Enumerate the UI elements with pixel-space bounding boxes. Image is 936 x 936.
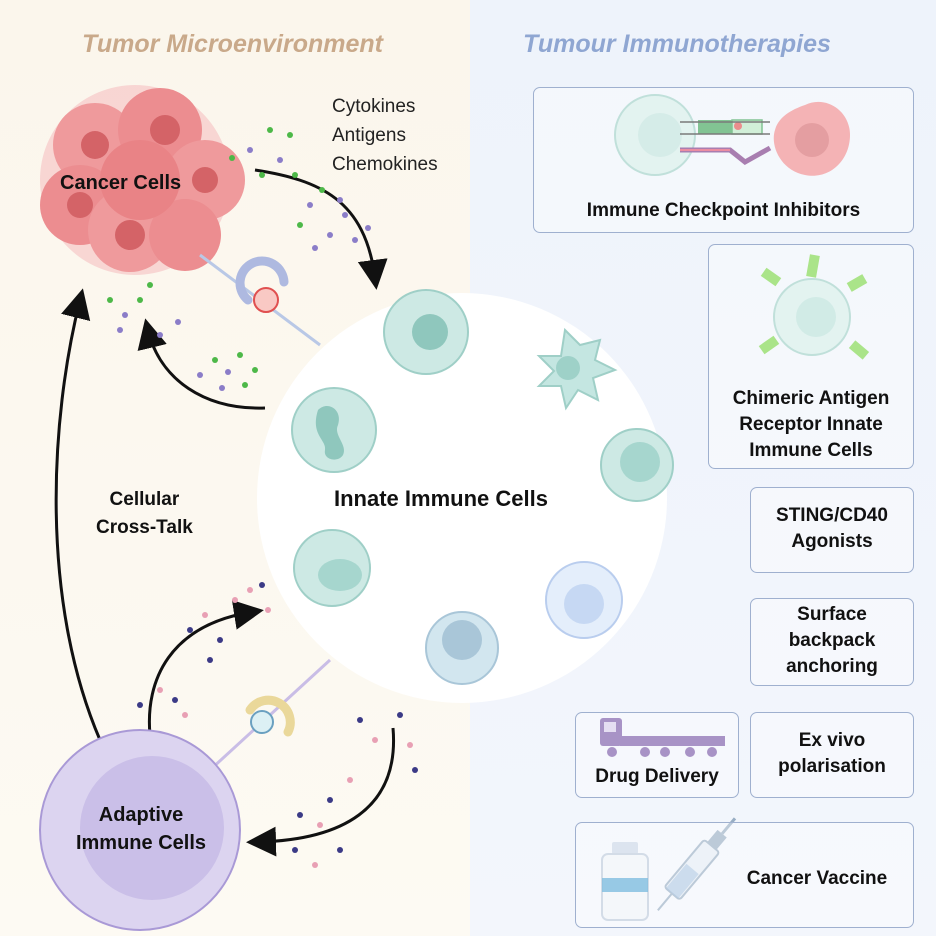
- innate-cell-right: [600, 428, 674, 502]
- signal-antigens: Antigens: [332, 125, 406, 146]
- innate-cell-dendritic: [536, 327, 618, 411]
- backpack-line3: anchoring: [786, 656, 878, 677]
- surface-backpack-box: [750, 598, 914, 686]
- signal-dots-bottom: [137, 582, 418, 868]
- signal-cytokines: Cytokines: [332, 96, 416, 117]
- car-cell-illustration: [758, 254, 870, 360]
- vaccine-vial-icon: [601, 842, 649, 921]
- innate-cell-bottom: [425, 611, 499, 685]
- car-innate-label: Chimeric Antigen Receptor Innate Immune …: [708, 386, 914, 464]
- adaptive-line1: Adaptive: [98, 804, 184, 826]
- sting-cd40-label: STING/CD40 Agonists: [750, 503, 914, 555]
- receptor-top-icon: [235, 256, 289, 313]
- innate-cell-neutrophil: [291, 387, 377, 473]
- cancer-cells-label: Cancer Cells: [60, 172, 182, 194]
- signal-chemokines: Chemokines: [332, 154, 438, 175]
- checkpoint-illustration: [614, 94, 850, 176]
- arrow-to-cancer: [137, 318, 266, 410]
- drug-delivery-label: Drug Delivery: [595, 766, 719, 787]
- adaptive-line2: Immune Cells: [75, 832, 207, 854]
- receptor-bottom-icon: [245, 695, 295, 737]
- adaptive-immune-cells-label: Adaptive Immune Cells: [56, 801, 226, 857]
- innate-immune-cells-label: Innate Immune Cells: [334, 486, 548, 511]
- cellular-crosstalk-label: Cellular Cross-Talk: [96, 486, 193, 542]
- cancer-cell-cluster: [40, 85, 245, 275]
- cancer-vaccine-label: Cancer Vaccine: [746, 868, 888, 889]
- surface-backpack-label: Surface backpack anchoring: [750, 602, 914, 680]
- cancer-vaccine-box: [575, 822, 914, 928]
- car-line3: Immune Cells: [749, 440, 873, 461]
- tumor-microenvironment-title: Tumor Microenvironment: [82, 30, 383, 58]
- tumour-immunotherapies-title: Tumour Immunotherapies: [523, 30, 831, 58]
- arrow-adaptive-to-innate: [147, 600, 264, 736]
- adaptive-immune-cell: [39, 729, 241, 931]
- syringe-icon: [657, 817, 737, 911]
- crosstalk-line2: Cross-Talk: [96, 517, 193, 538]
- truck-icon: [600, 718, 725, 757]
- innate-cell-bottom-right: [545, 561, 623, 639]
- arrow-innate-to-adaptive: [246, 727, 396, 857]
- innate-cell-macrophage: [383, 289, 469, 375]
- drug-delivery-box: [575, 712, 739, 798]
- checkpoint-inhibitors-box: [533, 87, 914, 233]
- arrow-adaptive-to-cancer: [54, 288, 102, 741]
- backpack-line1: Surface: [797, 604, 867, 625]
- car-innate-box: [708, 244, 914, 469]
- arrow-to-innate: [254, 168, 388, 290]
- sting-line1: STING/CD40: [776, 505, 888, 526]
- ex-vivo-box: [750, 712, 914, 798]
- car-line1: Chimeric Antigen: [732, 388, 890, 409]
- checkpoint-inhibitors-label: Immune Checkpoint Inhibitors: [586, 200, 861, 221]
- sting-cd40-box: [750, 487, 914, 573]
- ex-vivo-label: Ex vivo polarisation: [750, 728, 914, 780]
- signal-dots-top: [229, 127, 371, 251]
- sting-line2: Agonists: [791, 531, 873, 552]
- exvivo-line2: polarisation: [778, 756, 886, 777]
- car-line2: Receptor Innate: [739, 414, 883, 435]
- innate-cell-left-bottom: [293, 529, 371, 607]
- exvivo-line1: Ex vivo: [798, 730, 866, 751]
- signal-dots-left: [107, 282, 258, 391]
- crosstalk-line1: Cellular: [109, 489, 180, 510]
- signal-list: Cytokines Antigens Chemokines: [332, 92, 438, 179]
- backpack-line2: backpack: [788, 630, 876, 651]
